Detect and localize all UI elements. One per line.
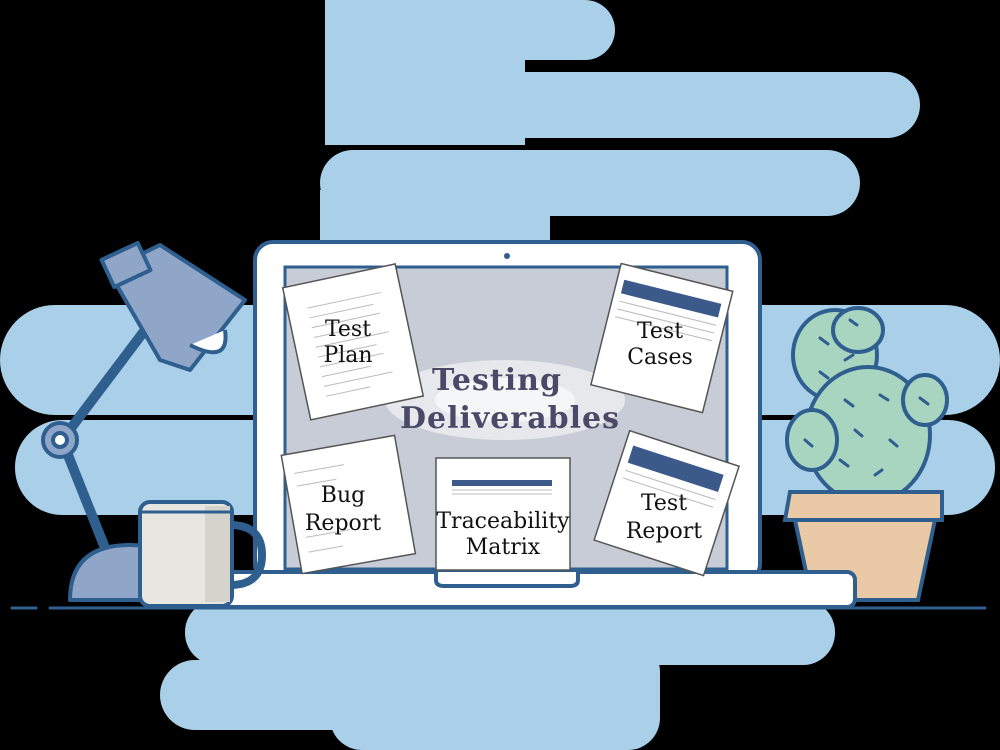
doc-test-plan bbox=[281, 263, 425, 421]
doc-test-report-line1: Test bbox=[641, 491, 687, 516]
doc-traceability-matrix-line1: Traceability bbox=[436, 509, 570, 534]
doc-test-cases-line2: Cases bbox=[627, 345, 693, 370]
doc-test-plan-line1: Test bbox=[325, 317, 371, 342]
doc-test-report bbox=[593, 429, 741, 577]
doc-bug-report-line1: Bug bbox=[321, 483, 365, 508]
doc-bug-report-line2: Report bbox=[305, 511, 381, 536]
coffee-mug-icon bbox=[138, 500, 267, 608]
doc-bug-report bbox=[280, 434, 417, 575]
screen-title-line1: Testing bbox=[432, 363, 562, 398]
doc-test-plan-line2: Plan bbox=[323, 343, 372, 368]
cactus-plant-icon bbox=[782, 306, 949, 602]
doc-traceability-matrix-line2: Matrix bbox=[466, 535, 541, 560]
doc-traceability-matrix bbox=[435, 457, 571, 571]
doc-test-report-line2: Report bbox=[626, 519, 702, 544]
doc-test-cases bbox=[589, 262, 734, 414]
screen-title-line2: Deliverables bbox=[400, 401, 620, 436]
doc-test-cases-line1: Test bbox=[637, 319, 683, 344]
